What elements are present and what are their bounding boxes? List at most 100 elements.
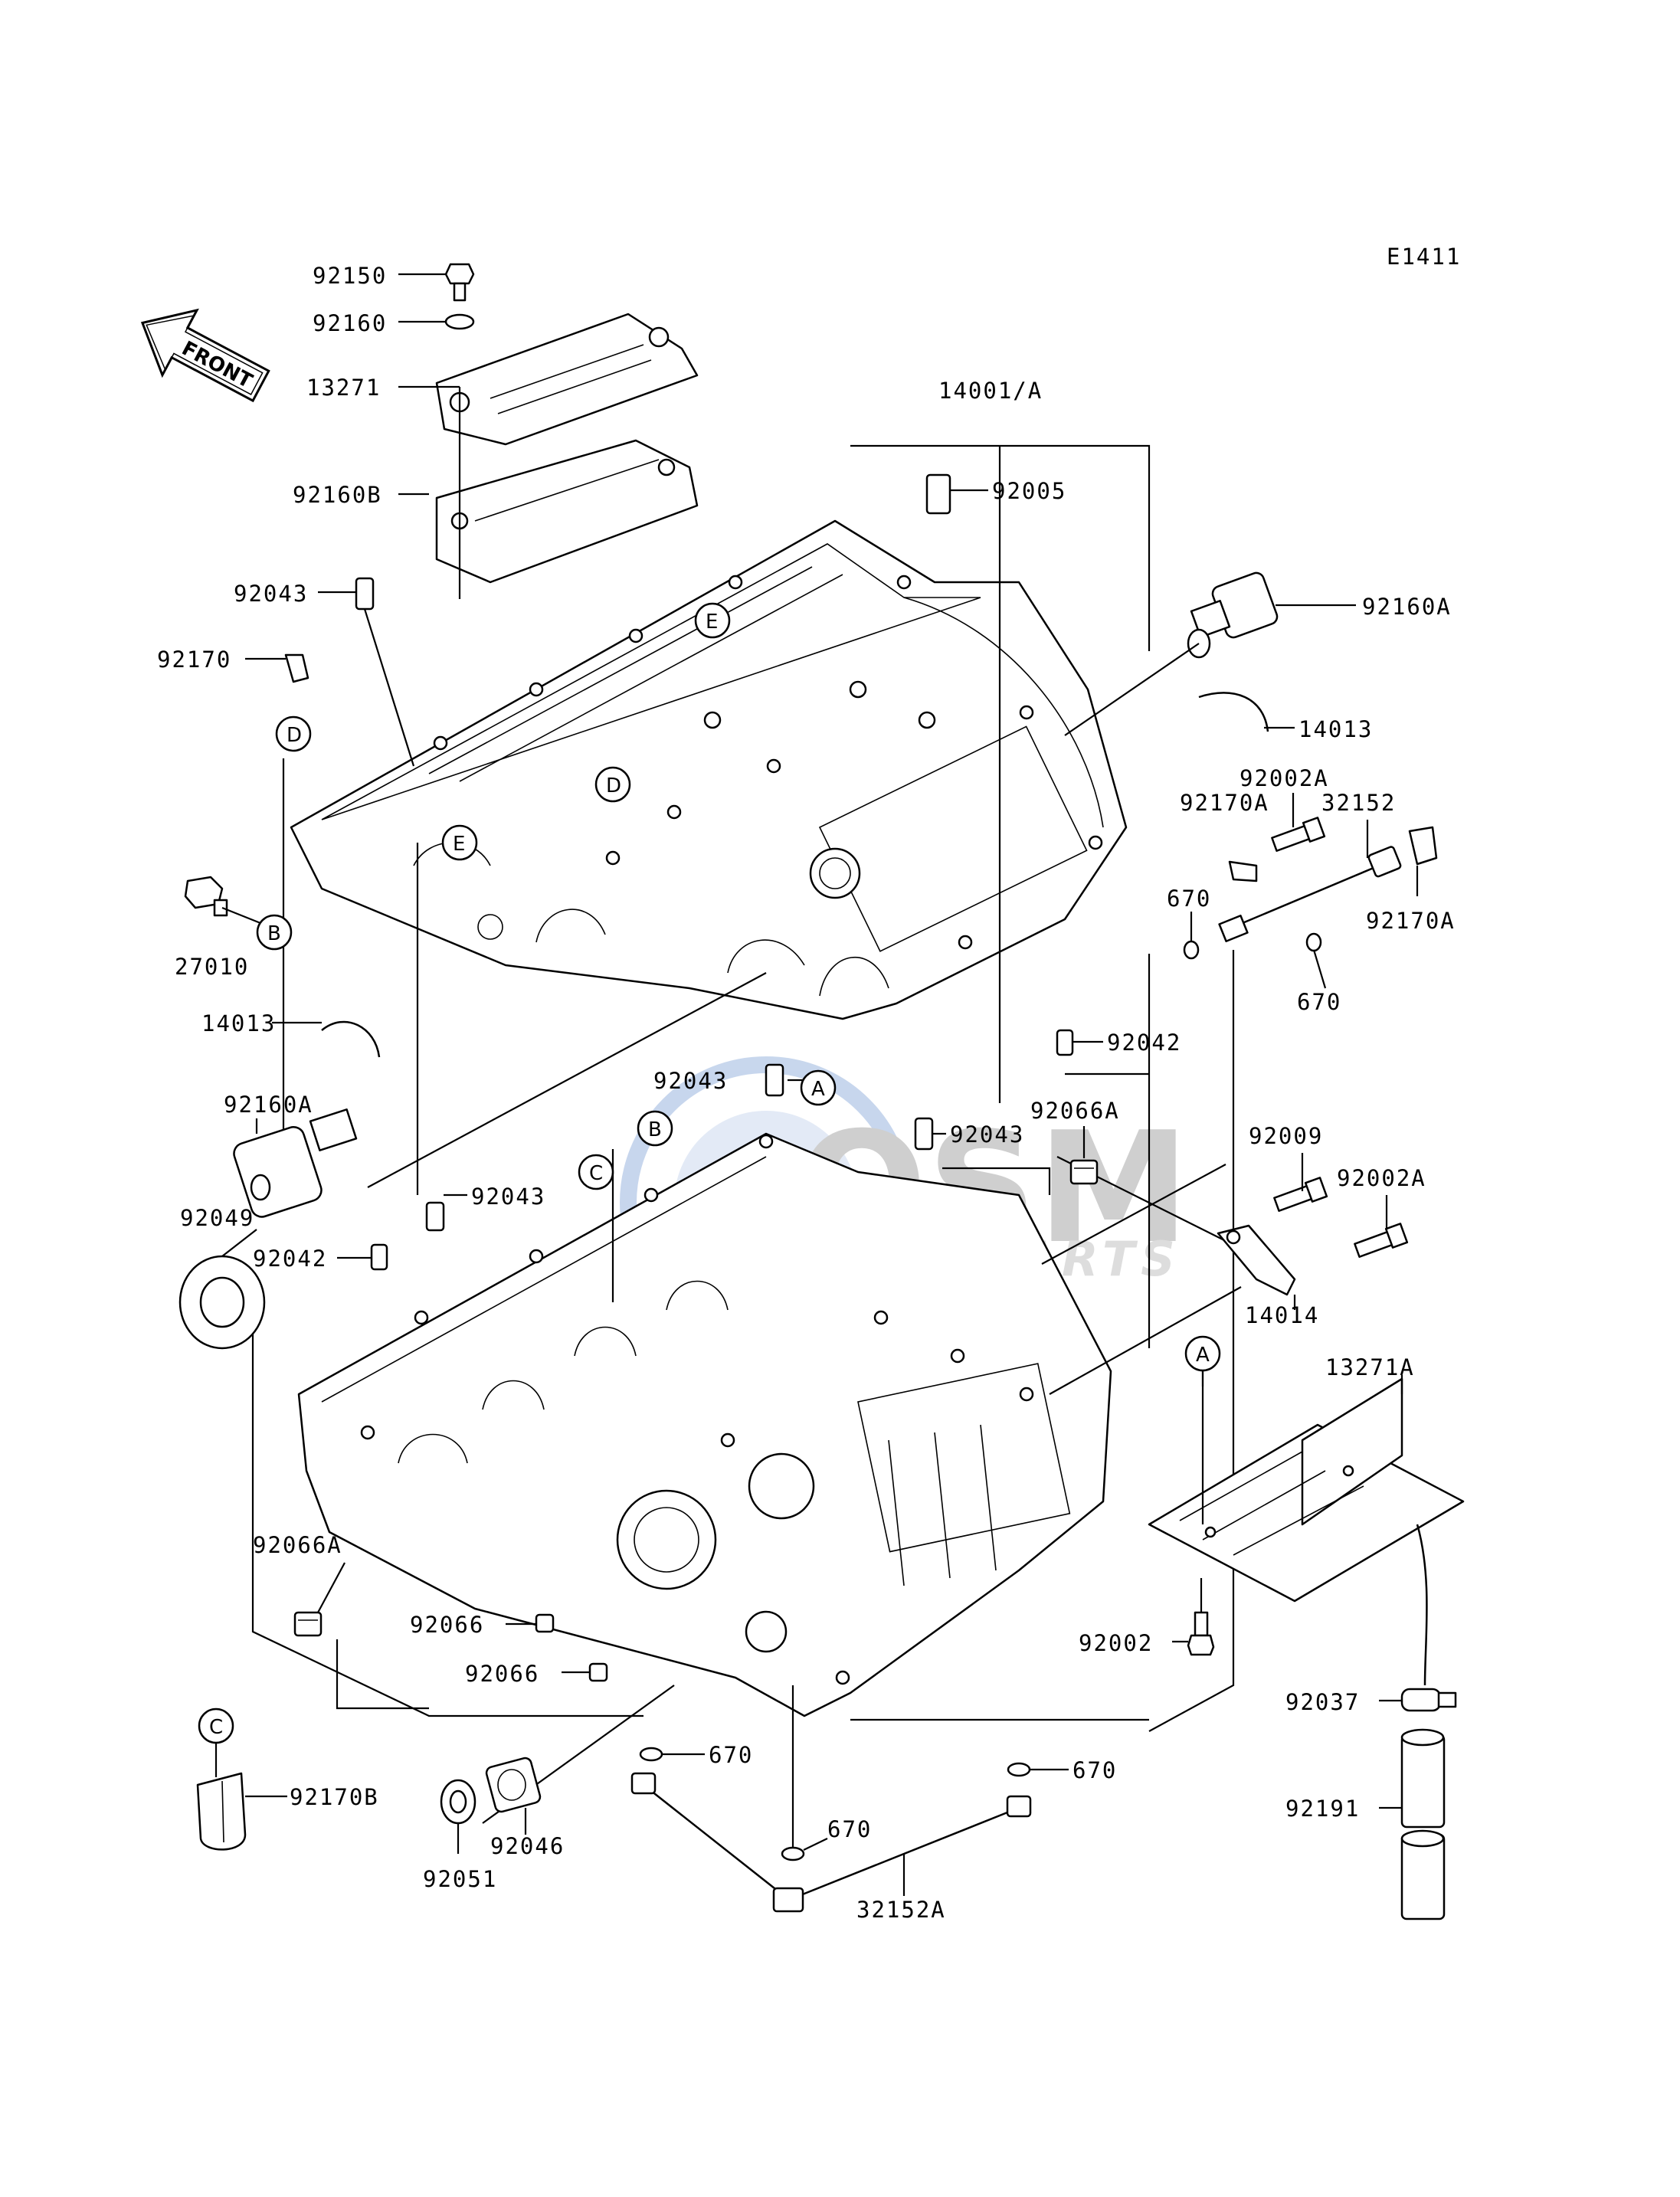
label-14001A: 14001/A — [938, 378, 1043, 404]
ref-label-B1: B — [267, 922, 281, 945]
label-92191: 92191 — [1285, 1796, 1360, 1822]
clamp-92170 — [284, 653, 309, 683]
dowel-92005 — [925, 473, 951, 515]
clamp-92170A-r — [1408, 826, 1438, 866]
leader-lines — [215, 273, 1419, 1896]
dowel-92043-b — [765, 1063, 784, 1097]
ref-label-A2: A — [1196, 1344, 1210, 1367]
bearing-92046 — [485, 1757, 542, 1813]
washer-92160 — [444, 313, 475, 330]
ref-circles: E E D D B A B C A C — [198, 602, 1221, 1744]
oring-670-a — [1183, 940, 1200, 960]
oring-670-b — [1305, 932, 1322, 952]
ref-label-C1: C — [589, 1162, 603, 1185]
upper-crankcase — [290, 519, 1128, 1020]
callout-lines — [251, 444, 1242, 1824]
plug-92066A-l — [293, 1611, 323, 1637]
label-670-a: 670 — [1167, 886, 1211, 912]
ref-circle-A1 — [800, 1069, 837, 1106]
label-92066-b: 92066 — [465, 1661, 539, 1687]
ref-circle-A2 — [1184, 1335, 1221, 1372]
label-92170: 92170 — [157, 647, 231, 673]
label-670-d: 670 — [1073, 1757, 1117, 1783]
label-92043-d: 92043 — [471, 1184, 545, 1210]
dowel-92043-a — [355, 577, 375, 611]
plate-13271 — [435, 313, 699, 446]
cap-92160A-right — [1187, 571, 1279, 659]
label-92170A-right: 92170A — [1366, 908, 1456, 934]
clamp-92170A-l — [1228, 860, 1258, 882]
part-labels: 92150 92160 13271 14001/A 92005 92160B 9… — [157, 263, 1456, 1923]
bolt-92150 — [444, 263, 475, 302]
label-27010: 27010 — [175, 954, 249, 980]
dowel-92043-d — [425, 1201, 445, 1232]
ref-label-B2: B — [648, 1118, 662, 1141]
label-92002A-top: 92002A — [1240, 765, 1329, 791]
ref-circle-C2 — [198, 1708, 234, 1744]
label-92170A-left: 92170A — [1180, 790, 1269, 816]
label-13271: 13271 — [306, 375, 381, 401]
hose-92191 — [1400, 1728, 1446, 1920]
label-92160A-right: 92160A — [1362, 594, 1452, 620]
plug-92066-b — [588, 1662, 608, 1682]
label-32152: 32152 — [1321, 790, 1396, 816]
ref-circle-E2 — [694, 602, 731, 639]
label-14013-right: 14013 — [1298, 716, 1373, 742]
clamp-92170B — [196, 1772, 247, 1851]
switch-27010 — [184, 876, 228, 917]
ref-label-D1: D — [287, 724, 302, 747]
baffle-13271A — [1148, 1377, 1465, 1603]
block-92160B — [435, 439, 699, 584]
oring-670-d — [1007, 1762, 1031, 1777]
label-92005: 92005 — [992, 478, 1066, 504]
label-92049: 92049 — [180, 1205, 254, 1231]
plug-92066A-r — [1069, 1159, 1099, 1185]
ref-label-C2: C — [209, 1716, 223, 1739]
label-92043-a: 92043 — [234, 581, 308, 607]
ref-circle-B1 — [256, 914, 293, 951]
ref-label-A1: A — [811, 1078, 825, 1101]
pickup-tube — [1416, 1524, 1428, 1686]
label-92043-b: 92043 — [653, 1068, 728, 1094]
front-arrow-icon: FRONT — [140, 308, 270, 403]
label-92051: 92051 — [423, 1866, 497, 1892]
ref-circle-C1 — [578, 1154, 614, 1190]
label-92042-left: 92042 — [253, 1246, 327, 1272]
label-92037: 92037 — [1285, 1689, 1360, 1715]
ref-label-E1: E — [453, 833, 465, 856]
label-92160B: 92160B — [293, 482, 382, 508]
label-92170B: 92170B — [290, 1784, 379, 1810]
diagram-code: E1411 — [1387, 244, 1461, 270]
ref-circle-B2 — [637, 1110, 673, 1147]
pin-92042-r — [1056, 1029, 1074, 1056]
label-14013-left: 14013 — [201, 1010, 276, 1036]
pipe-32152A — [630, 1772, 1032, 1913]
label-92160: 92160 — [313, 310, 387, 336]
ref-label-E2: E — [706, 611, 718, 634]
label-92043-c: 92043 — [950, 1121, 1024, 1148]
label-670-c: 670 — [709, 1742, 753, 1768]
bolt-92002A-top — [1271, 817, 1326, 852]
oring-670-e — [781, 1846, 805, 1861]
plug-92066-a — [535, 1613, 555, 1633]
bolt-92009 — [1273, 1177, 1328, 1212]
ref-circle-D1 — [275, 715, 312, 752]
dowel-92043-c — [914, 1117, 934, 1151]
label-14014: 14014 — [1245, 1302, 1319, 1328]
cap-92160A-left — [233, 1108, 358, 1218]
pin-92042-l — [370, 1243, 388, 1271]
label-92046: 92046 — [490, 1833, 565, 1859]
label-32152A: 32152A — [856, 1897, 946, 1923]
label-92002A-mid: 92002A — [1337, 1165, 1426, 1191]
collar-92051 — [440, 1779, 476, 1825]
bracket-14014 — [1217, 1224, 1296, 1296]
oring-670-c — [639, 1747, 663, 1762]
label-92002: 92002 — [1079, 1630, 1153, 1656]
label-92009: 92009 — [1249, 1123, 1323, 1149]
bolt-92002A-mid — [1354, 1223, 1409, 1258]
pipe-32152 — [1218, 846, 1402, 942]
label-92066A-left: 92066A — [253, 1532, 342, 1558]
label-92066-a: 92066 — [410, 1612, 484, 1638]
